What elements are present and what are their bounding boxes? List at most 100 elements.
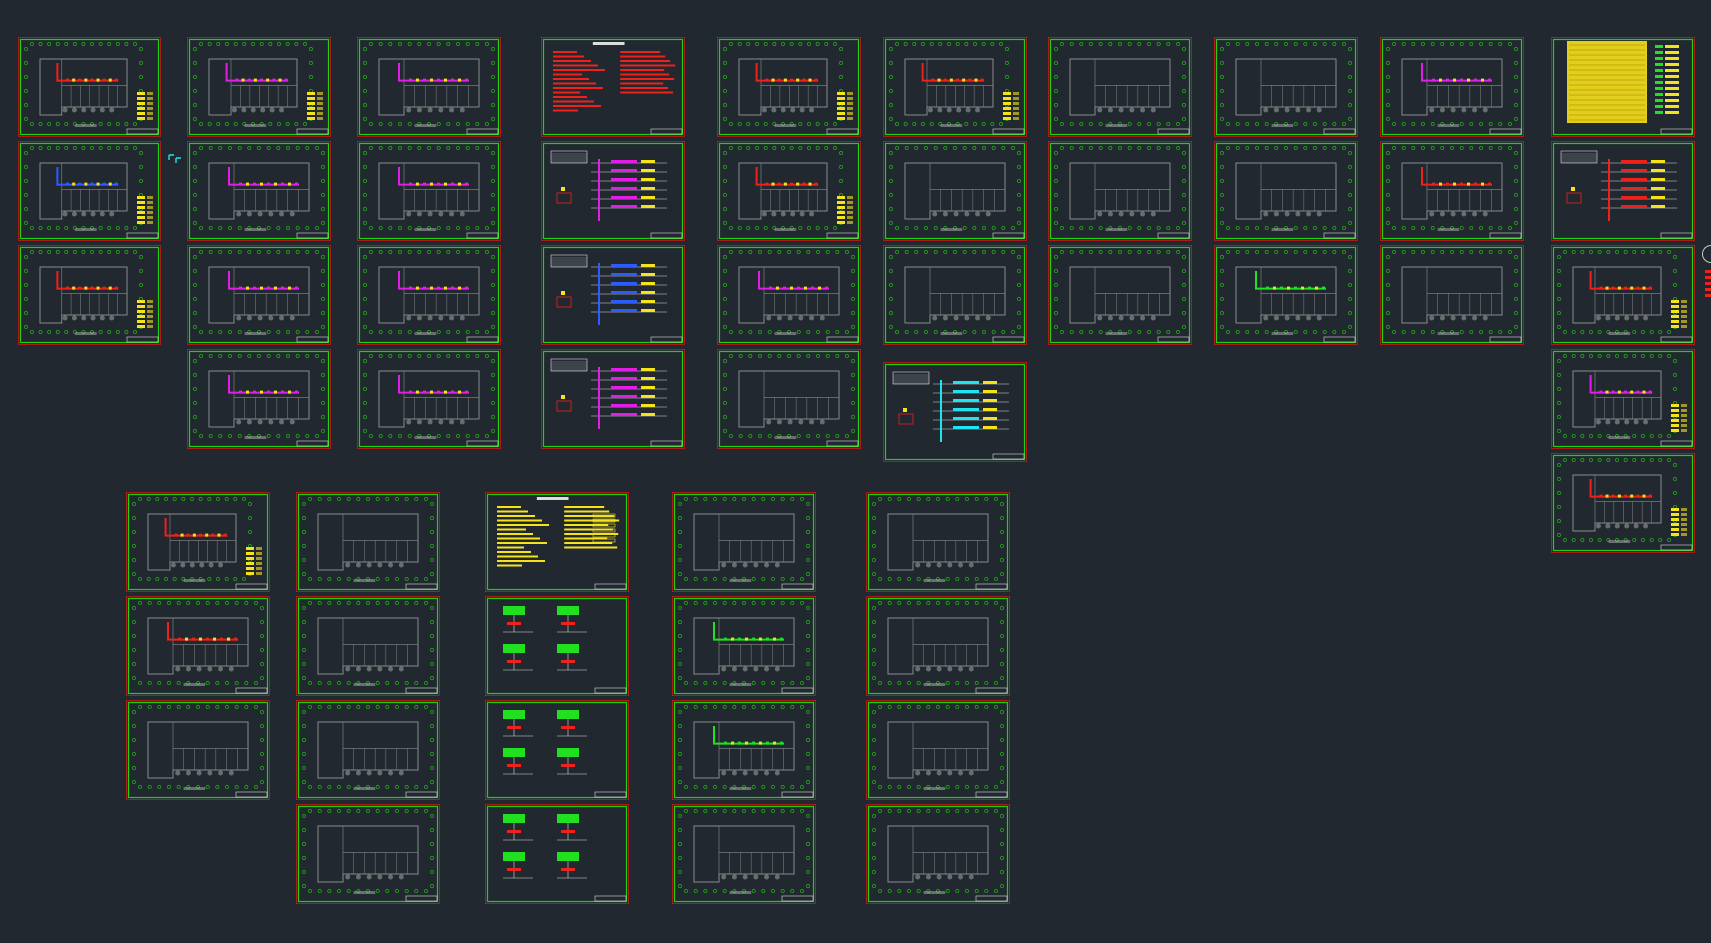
- drawing-sheet-floor-plan[interactable]: [357, 349, 501, 449]
- drawing-sheet-floor-plan[interactable]: [187, 141, 331, 241]
- drawing-sheet-floor-plan[interactable]: [18, 141, 161, 241]
- sheet-drawing: [866, 492, 1010, 592]
- drawing-sheet-floor-plan[interactable]: [672, 804, 816, 904]
- title-block: [296, 232, 329, 239]
- title-block: [650, 232, 683, 239]
- drawing-sheet-floor-plan[interactable]: [296, 492, 440, 592]
- sheet-drawing: [187, 141, 331, 241]
- title-block: [296, 336, 329, 343]
- drawing-sheet-floor-plan[interactable]: [717, 245, 861, 345]
- drawing-sheet-floor-plan[interactable]: [883, 141, 1027, 241]
- drawing-sheet-floor-plan[interactable]: [357, 245, 501, 345]
- drawing-sheet-riser-diagram[interactable]: [541, 141, 685, 241]
- drawing-sheet-floor-plan[interactable]: [357, 141, 501, 241]
- drawing-sheet-floor-plan[interactable]: [357, 37, 501, 137]
- drawing-sheet-floor-plan[interactable]: [1380, 37, 1524, 137]
- drawing-sheet-floor-plan[interactable]: [883, 37, 1027, 137]
- title-block: [405, 895, 438, 902]
- drawing-sheet-riser-diagram[interactable]: [541, 349, 685, 449]
- sheet-drawing: [541, 349, 685, 449]
- drawing-sheet-floor-plan[interactable]: [866, 596, 1010, 696]
- sheet-drawing: [1380, 37, 1524, 137]
- title-block: [594, 895, 627, 902]
- drawing-sheet-floor-plan[interactable]: [126, 596, 270, 696]
- drawing-sheet-floor-plan[interactable]: [717, 141, 861, 241]
- drawing-sheet-floor-plan[interactable]: [672, 700, 816, 800]
- drawing-sheet-floor-plan[interactable]: [866, 700, 1010, 800]
- drawing-sheet-floor-plan[interactable]: [883, 245, 1027, 345]
- sheet-drawing: [296, 804, 440, 904]
- title-block: [1489, 232, 1522, 239]
- drawing-sheet-riser-diagram[interactable]: [541, 245, 685, 345]
- drawing-sheet-floor-plan[interactable]: [1048, 245, 1192, 345]
- drawing-sheet-floor-plan[interactable]: [187, 245, 331, 345]
- sheet-drawing: [883, 245, 1027, 345]
- title-block: [975, 791, 1008, 798]
- sheet-drawing: [883, 141, 1027, 241]
- drawing-sheet-floor-plan[interactable]: [1214, 37, 1358, 137]
- drawing-sheet-floor-plan[interactable]: [866, 804, 1010, 904]
- sheet-drawing: [485, 804, 629, 904]
- drawing-sheet-floor-plan[interactable]: [187, 37, 331, 137]
- sheet-drawing: [296, 700, 440, 800]
- drawing-sheet-detail-drawings[interactable]: [485, 804, 629, 904]
- title-block: [1489, 128, 1522, 135]
- title-block: [781, 895, 814, 902]
- drawing-sheet-floor-plan[interactable]: [672, 492, 816, 592]
- title-block: [126, 128, 159, 135]
- drawing-sheet-floor-plan[interactable]: [18, 37, 161, 137]
- sheet-drawing: [357, 349, 501, 449]
- sheet-drawing: [672, 804, 816, 904]
- sheet-drawing: [1214, 37, 1358, 137]
- title-block: [1660, 544, 1693, 551]
- sheet-drawing: [717, 141, 861, 241]
- sheet-drawing: [1380, 245, 1524, 345]
- drawing-sheet-floor-plan[interactable]: [187, 349, 331, 449]
- sheet-drawing: [187, 245, 331, 345]
- title-block: [1489, 336, 1522, 343]
- drawing-sheet-floor-plan[interactable]: [1214, 245, 1358, 345]
- drawing-sheet-floor-plan[interactable]: [126, 700, 270, 800]
- title-block: [1323, 128, 1356, 135]
- sheet-drawing: [357, 245, 501, 345]
- drawing-sheet-floor-plan[interactable]: [1551, 349, 1695, 449]
- drawing-sheet-floor-plan[interactable]: [1551, 245, 1695, 345]
- title-block: [781, 687, 814, 694]
- drawing-sheet-floor-plan[interactable]: [1048, 141, 1192, 241]
- drawing-sheet-floor-plan[interactable]: [866, 492, 1010, 592]
- drawing-sheet-floor-plan[interactable]: [126, 492, 270, 592]
- drawing-sheet-floor-plan[interactable]: [1048, 37, 1192, 137]
- drawing-sheet-floor-plan[interactable]: [296, 804, 440, 904]
- title-block: [992, 453, 1025, 460]
- sheet-drawing: [1214, 141, 1358, 241]
- sheet-drawing: [187, 349, 331, 449]
- drawing-sheet-material-legend[interactable]: [1551, 37, 1695, 137]
- title-block: [975, 895, 1008, 902]
- drawing-sheet-floor-plan[interactable]: [1551, 453, 1695, 553]
- sheet-drawing: [485, 700, 629, 800]
- drawing-sheet-floor-plan[interactable]: [1380, 141, 1524, 241]
- drawing-sheet-design-notes[interactable]: [485, 492, 629, 592]
- title-block: [650, 128, 683, 135]
- drawing-sheet-detail-drawings[interactable]: [485, 700, 629, 800]
- sheet-drawing: [883, 362, 1027, 462]
- sheet-drawing: [126, 492, 270, 592]
- drawing-sheet-detail-drawings[interactable]: [485, 596, 629, 696]
- title-block: [826, 440, 859, 447]
- drawing-sheet-floor-plan[interactable]: [717, 349, 861, 449]
- drawing-sheet-floor-plan[interactable]: [672, 596, 816, 696]
- drawing-sheet-floor-plan[interactable]: [18, 245, 161, 345]
- drawing-sheet-riser-diagram[interactable]: [1551, 141, 1695, 241]
- drawing-sheet-floor-plan[interactable]: [1214, 141, 1358, 241]
- drawing-sheet-design-notes[interactable]: [541, 37, 685, 137]
- drawing-sheet-floor-plan[interactable]: [296, 596, 440, 696]
- drawing-sheet-floor-plan[interactable]: [296, 700, 440, 800]
- title-block: [1157, 128, 1190, 135]
- drawing-sheet-floor-plan[interactable]: [717, 37, 861, 137]
- sheet-drawing: [1551, 453, 1695, 553]
- sheet-drawing: [18, 141, 161, 241]
- drawing-sheet-floor-plan[interactable]: [1380, 245, 1524, 345]
- title-block: [1660, 336, 1693, 343]
- drawing-sheet-riser-diagram[interactable]: [883, 362, 1027, 462]
